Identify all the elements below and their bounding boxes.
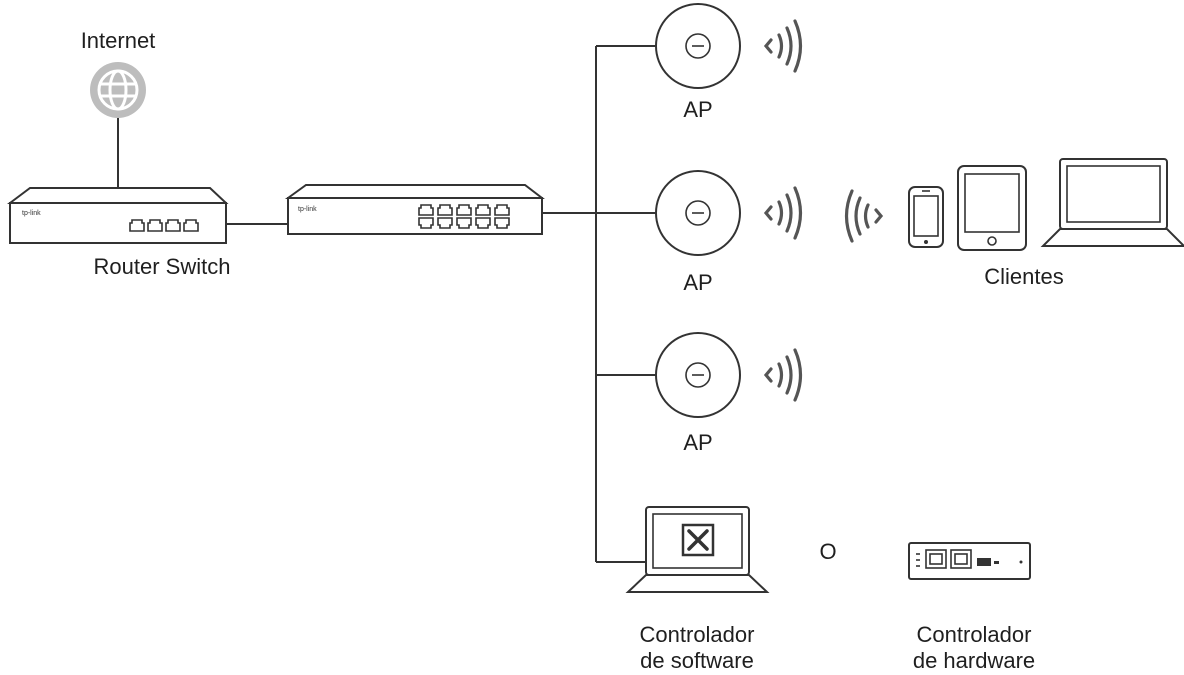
- access-point-icon: [655, 170, 741, 256]
- hardware-controller-label-line2: de hardware: [913, 648, 1035, 673]
- hardware-controller-icon: [908, 542, 1031, 580]
- switch-icon: tp-link: [284, 184, 545, 235]
- tablet-icon: [957, 165, 1027, 251]
- wifi-signal-icon: [763, 186, 803, 240]
- ap-label: AP: [683, 270, 712, 295]
- connection-lines: [117, 45, 656, 563]
- wifi-signal-icon: [763, 348, 803, 402]
- smartphone-icon: [908, 186, 944, 248]
- software-controller-label-line1: Controlador: [640, 622, 755, 647]
- laptop-icon: [1040, 158, 1184, 247]
- router-switch-label: Router Switch: [94, 254, 231, 279]
- access-point-icon: [655, 332, 741, 418]
- wifi-signal-icon: [763, 19, 803, 73]
- router-brand: tp-link: [22, 210, 41, 217]
- laptop-with-tools-icon: [625, 506, 770, 593]
- router-switch-icon: tp-link: [7, 187, 229, 244]
- hardware-controller-label-line1: Controlador: [917, 622, 1032, 647]
- access-point-icon: [655, 3, 741, 89]
- switch-brand: tp-link: [298, 206, 317, 213]
- ap-label: AP: [683, 97, 712, 122]
- or-label: O: [819, 539, 836, 564]
- software-controller-label-line2: de software: [640, 648, 754, 673]
- ap-label: AP: [683, 430, 712, 455]
- internet-label: Internet: [81, 28, 156, 53]
- globe-icon: [90, 62, 146, 118]
- clients-label: Clientes: [984, 264, 1063, 289]
- wifi-signal-icon: [844, 189, 884, 243]
